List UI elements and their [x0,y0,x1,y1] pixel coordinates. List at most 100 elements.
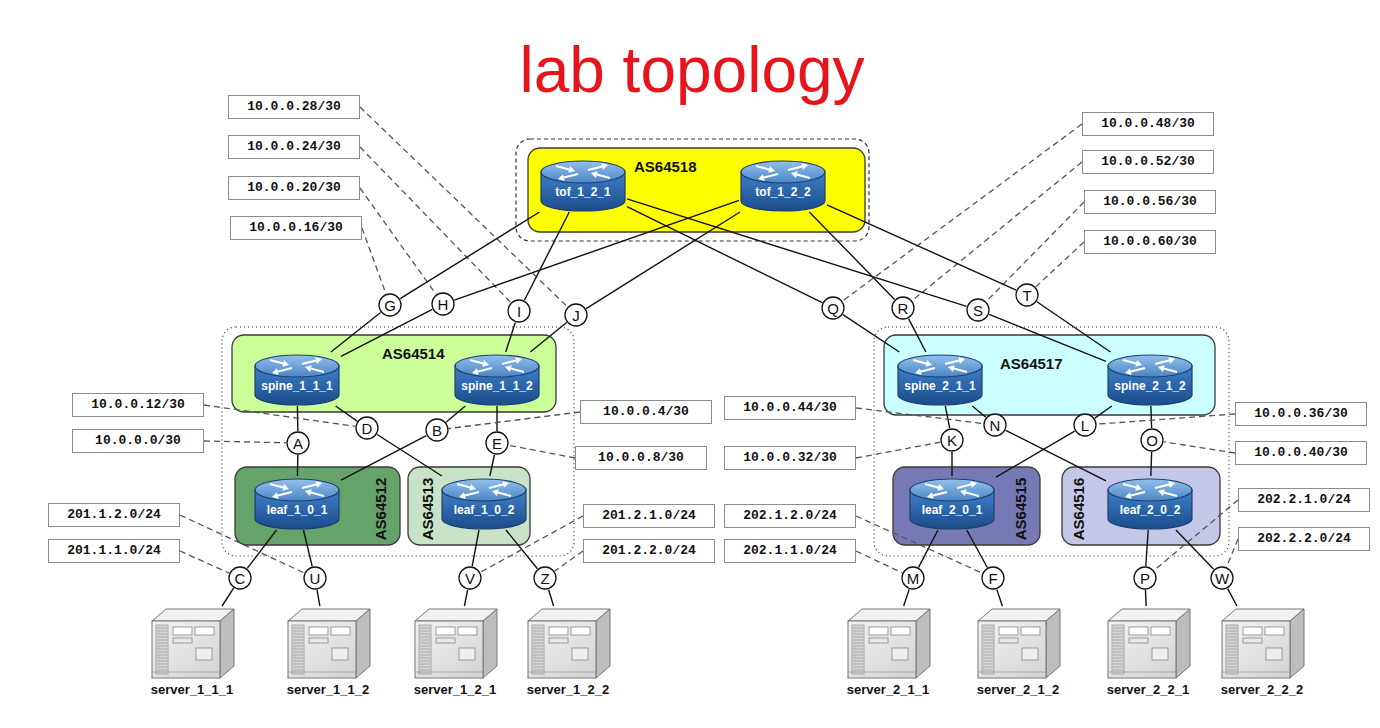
link-marker: E [485,431,509,455]
server-vent [1112,625,1124,674]
subnet-leader [180,551,229,573]
router-arrow-head [568,166,575,173]
router: spine_1_1_2 [453,352,541,406]
subnet-text: 10.0.0.40/30 [1254,445,1348,461]
link-marker: F [981,566,1005,590]
link-marker: P [1133,566,1157,590]
link-circle-shape [304,567,326,589]
router-arrow-head [791,171,798,178]
server-vent-slot [293,640,303,641]
router-arrow-head [482,360,489,367]
server-vent [1226,625,1238,674]
router-name: tof_1_2_1 [555,185,610,199]
subnet-text: 201.2.1.0/24 [602,508,696,524]
server-side [483,609,497,678]
server-bay [549,638,568,643]
subnet-text: 10.0.0.24/30 [247,139,341,155]
link-circle-shape [892,297,914,319]
link-line [222,588,233,606]
server-vent-slot [533,643,543,644]
link-circle-shape [1074,414,1096,436]
subnet-text: 201.2.2.0/24 [602,543,696,559]
subnet-callout: 201.1.2.0/24 [48,503,180,527]
server-vent-slot [1227,667,1237,668]
subnet-callout: 10.0.0.4/30 [580,400,712,424]
router-arrow-head [1158,365,1165,372]
server-name: server_1_2_1 [414,682,496,698]
server-vent-slot [853,646,863,647]
router: spine_2_1_1 [896,352,984,406]
router-arrow-head [472,368,479,375]
router-arrows [913,357,967,375]
server-vent-slot [1113,664,1123,665]
router-arrows [457,481,511,499]
server-vent-slot [533,661,543,662]
as-box: AS64514spine_1_1_1spine_1_1_2 [232,335,556,412]
link-line [586,212,740,309]
server-vent-slot [853,640,863,641]
server: server_2_2_1 [1098,606,1198,700]
subnet-callout: 10.0.0.60/30 [1084,230,1216,254]
router-top [898,355,982,377]
server-name: server_1_1_1 [151,682,233,698]
link-circle-shape [534,567,556,589]
server-front [152,621,220,678]
server: server_1_1_2 [278,606,378,700]
server-vent-slot [1113,646,1123,647]
subnet-leader [204,441,286,443]
link-letter: V [465,570,475,587]
pod-outline [874,327,1229,556]
server-vent-slot [157,652,167,653]
server-name: server_2_2_1 [1107,682,1189,698]
server-vent-slot [420,628,430,629]
server-vent-slot [983,649,993,650]
server-vent-slot [420,646,430,647]
router-arrow-head [601,163,608,170]
server-vent-slot [983,661,993,662]
server-vent-slot [293,664,303,665]
router-arrow-head [305,365,312,372]
subnet-callout: 10.0.0.36/30 [1235,402,1367,426]
as-box: AS64512leaf_1_0_1 [235,467,400,545]
link-marker: R [891,296,915,320]
server-vent-slot [853,643,863,644]
link-marker: K [940,428,964,452]
server-vent-slot [1227,628,1237,629]
server-vent-slot [1227,664,1237,665]
link-marker: G [378,293,402,317]
link-marker: C [228,566,252,590]
link-line [1146,530,1148,566]
router-arrow-head [768,166,775,173]
router-arrow-head [1135,360,1142,367]
server-vent-slot [293,634,303,635]
server-vent-slot [1113,652,1123,653]
subnet-leader [555,551,583,571]
server-vent-slot [853,628,863,629]
router-top [741,161,825,183]
subnet-leader [1227,539,1238,567]
link-line [809,212,894,299]
subnet-text: 10.0.0.4/30 [603,404,689,420]
server-vent-slot [420,670,430,671]
as-number: AS64516 [1070,478,1087,541]
link-letter: T [1022,287,1031,304]
router-arrow-head [459,492,466,499]
as-box-fills [232,148,1220,545]
link-circle-shape [1141,429,1163,451]
subnet-text: 10.0.0.28/30 [247,99,341,115]
link-line [549,589,554,606]
server-base [848,672,916,673]
server-body [848,609,930,678]
link-letter: W [1215,570,1229,587]
router-arrow-head [282,484,289,491]
router: spine_1_1_1 [253,352,341,406]
server-vent-slot [853,661,863,662]
server-vent-slot [1113,658,1123,659]
server-bay [436,627,455,635]
link-line [317,590,320,606]
subnet-text: 10.0.0.36/30 [1254,406,1348,422]
server-vent-slot [157,667,167,668]
link-circle-shape [967,299,989,321]
server-vent-slot [983,670,993,671]
